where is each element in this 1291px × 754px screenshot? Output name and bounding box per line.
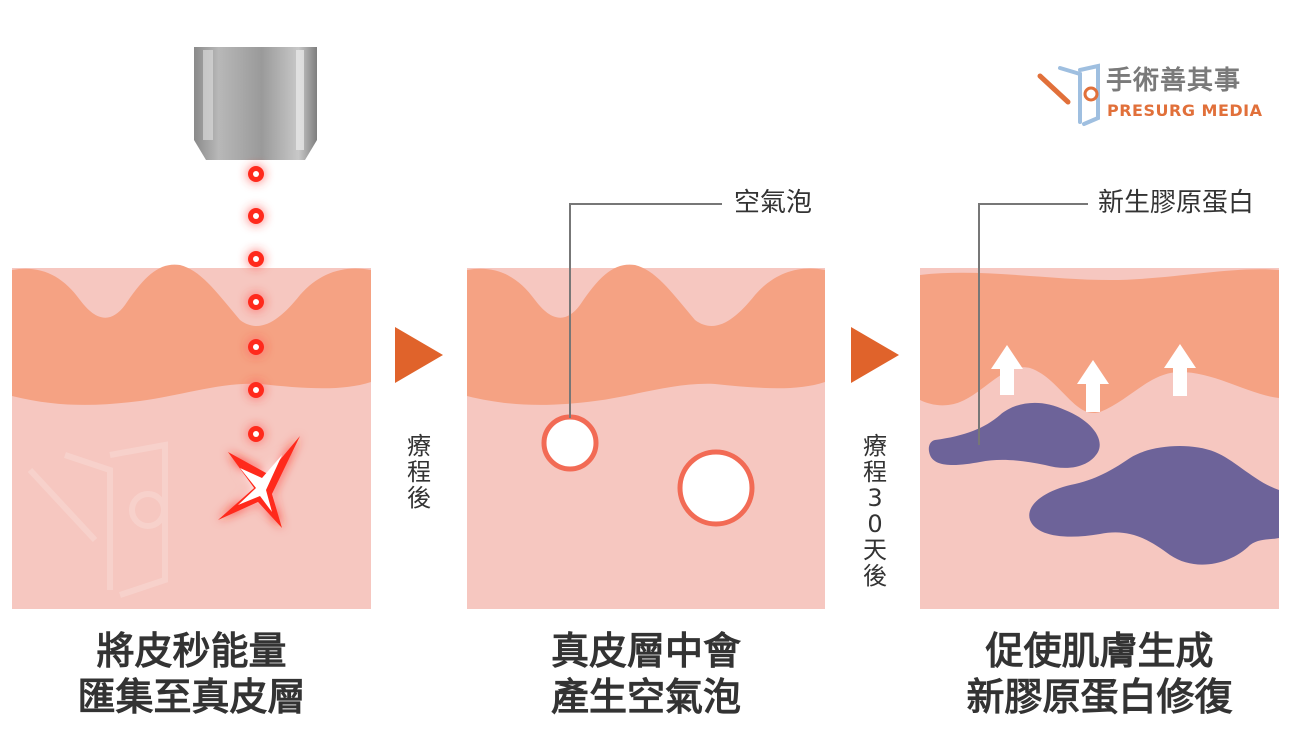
caption-line: 真皮層中會	[550, 629, 741, 673]
arrow-right-icon	[851, 327, 899, 383]
laser-burst-icon	[218, 436, 300, 528]
brand-logo-icon	[1037, 63, 1100, 126]
label-char: 療	[407, 432, 431, 460]
skin-panel-3	[920, 203, 1279, 609]
laser-beam-dots	[248, 166, 264, 442]
watermark-logo-icon	[27, 441, 168, 598]
transition-label-after-30-days: 療 程 3 0 天 後	[855, 433, 895, 589]
air-bubble-large	[677, 449, 755, 527]
label-char: 天	[863, 536, 887, 564]
air-bubble-small	[541, 414, 599, 472]
arrow-right-icon	[395, 327, 443, 383]
caption-line: 將皮秒能量	[96, 629, 287, 673]
brand-name-en: PRESURG MEDIA	[1107, 101, 1263, 120]
skin-panel-2	[467, 203, 825, 609]
label-char: 後	[863, 562, 887, 590]
epidermis-layer	[920, 269, 1279, 414]
callout-new-collagen: 新生膠原蛋白	[1098, 188, 1255, 218]
up-arrow-icon	[991, 344, 1196, 412]
callout-line	[978, 203, 1088, 445]
callout-line	[569, 203, 722, 418]
label-char: 0	[867, 510, 883, 538]
laser-handpiece-icon	[194, 47, 317, 160]
caption-line: 產生空氣泡	[550, 675, 741, 719]
panel-1-caption: 將皮秒能量 匯集至真皮層	[12, 628, 371, 720]
collagen-blob-2	[1029, 446, 1279, 565]
epidermis-layer	[467, 264, 825, 405]
brand-name-zh: 手術善其事	[1106, 66, 1242, 96]
label-char: 後	[407, 484, 431, 512]
label-char: 程	[407, 458, 431, 486]
epidermis-layer	[12, 264, 371, 405]
panel-3-caption: 促使肌膚生成 新膠原蛋白修復	[920, 628, 1279, 720]
skin-panel-1	[12, 47, 371, 609]
caption-line: 新膠原蛋白修復	[966, 675, 1233, 719]
caption-line: 促使肌膚生成	[985, 629, 1214, 673]
transition-label-after-treatment: 療 程 後	[399, 433, 439, 511]
label-char: 程	[863, 458, 887, 486]
caption-line: 匯集至真皮層	[77, 675, 306, 719]
label-char: 療	[863, 432, 887, 460]
callout-air-bubble: 空氣泡	[734, 188, 813, 218]
panel-2-caption: 真皮層中會 產生空氣泡	[467, 628, 825, 720]
label-char: 3	[867, 484, 883, 512]
collagen-blob-1	[928, 402, 1100, 468]
